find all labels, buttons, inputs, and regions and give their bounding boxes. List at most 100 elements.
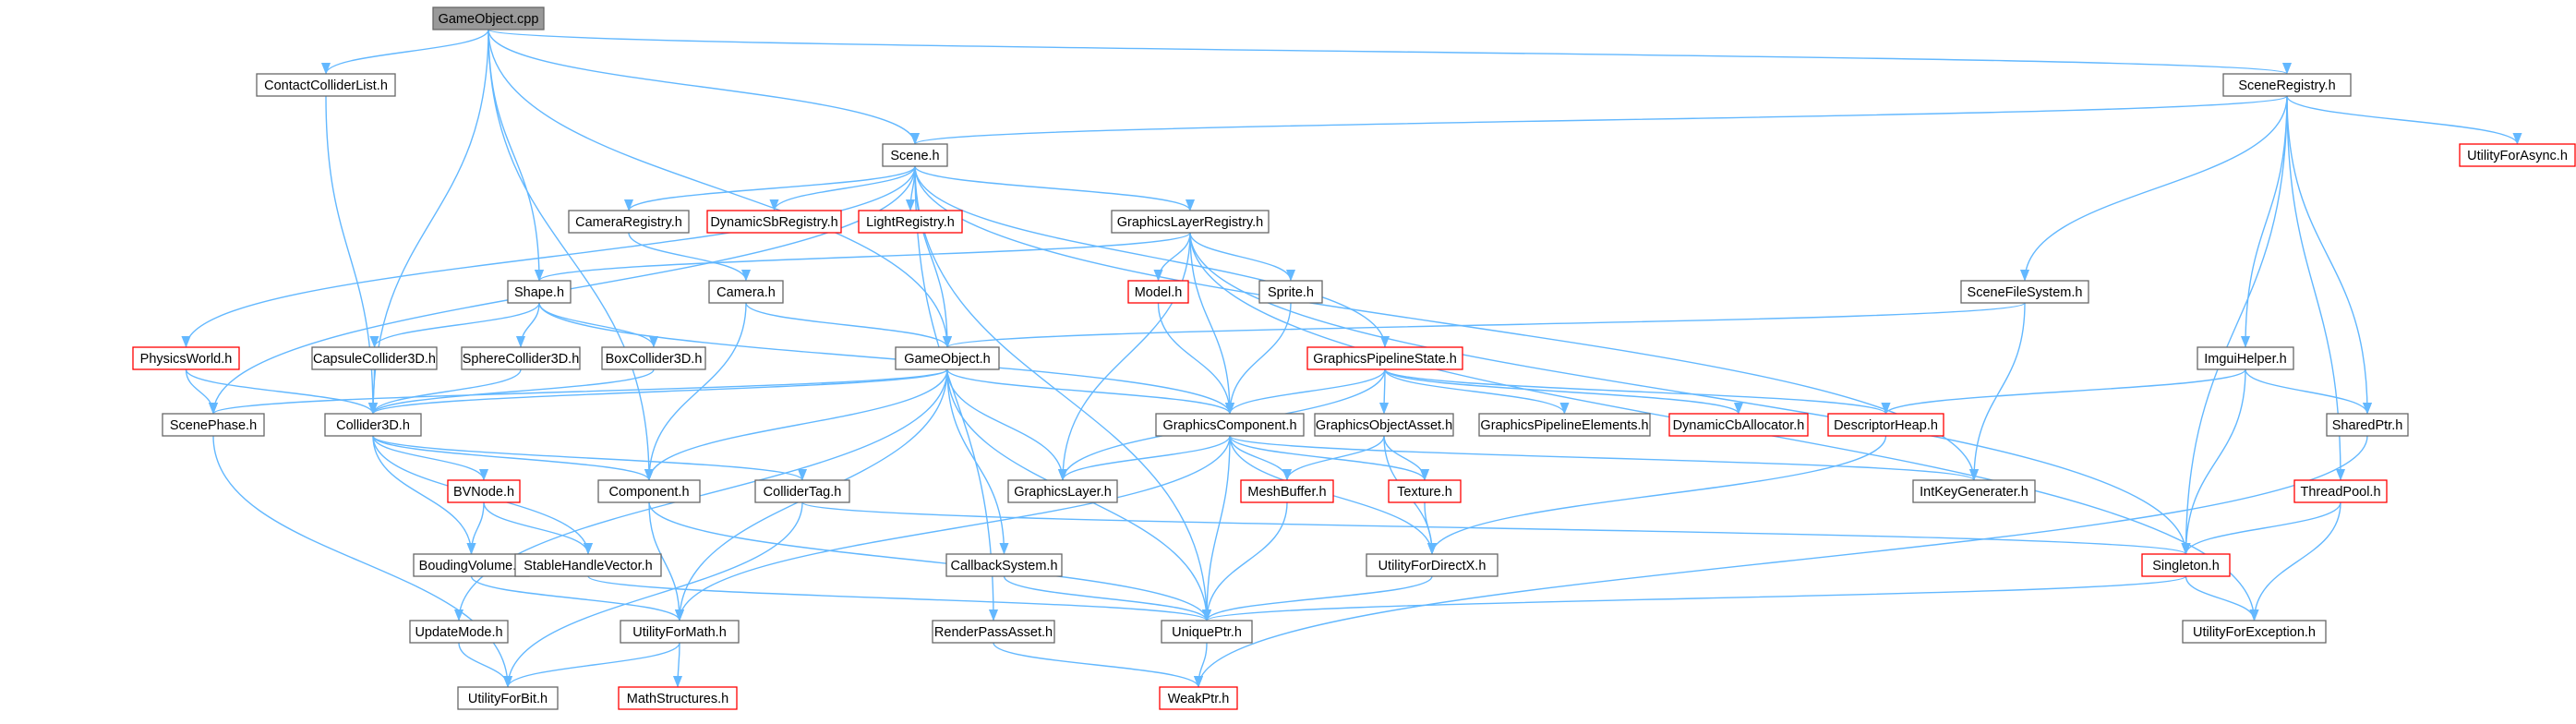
node-scene-phase[interactable]: ScenePhase.h [162, 413, 265, 437]
edge-model-to-graphics-component [1157, 302, 1235, 415]
node-dynamic-cb-allocator[interactable]: DynamicCbAllocator.h [1668, 413, 1809, 437]
node-utility-for-async[interactable]: UtilityForAsync.h [2459, 143, 2576, 167]
node-texture[interactable]: Texture.h [1388, 479, 1462, 503]
node-label: BoxCollider3D.h [606, 352, 703, 367]
node-stable-handle-vector[interactable]: StableHandleVector.h [514, 553, 662, 577]
node-utility-for-direct-x[interactable]: UtilityForDirectX.h [1366, 553, 1499, 577]
node-thread-pool[interactable]: ThreadPool.h [2293, 479, 2388, 503]
node-scene-file-system[interactable]: SceneFileSystem.h [1960, 280, 2089, 304]
node-model[interactable]: Model.h [1127, 280, 1189, 304]
node-contact-collider-list[interactable]: ContactColliderList.h [256, 73, 396, 97]
node-math-structures[interactable]: MathStructures.h [618, 686, 738, 710]
node-graphics-component[interactable]: GraphicsComponent.h [1155, 413, 1305, 437]
node-scene-registry[interactable]: SceneRegistry.h [2222, 73, 2352, 97]
node-game-object-cpp[interactable]: GameObject.cpp [432, 6, 545, 30]
node-component[interactable]: Component.h [597, 479, 701, 503]
edge-scene-registry-to-thread-pool [2286, 95, 2346, 481]
edge-graphics-pipeline-state-to-graphics-object-asset [1378, 368, 1390, 415]
node-label: GameObject.cpp [439, 12, 539, 27]
edge-scene-file-system-to-int-key-generater [1968, 302, 2026, 481]
edge-thread-pool-to-utility-for-exception [2249, 501, 2341, 621]
node-graphics-pipeline-elements[interactable]: GraphicsPipelineElements.h [1478, 413, 1651, 437]
node-box [1912, 479, 2036, 503]
edge-game-object-h-to-component [644, 368, 948, 481]
edge-graphics-component-to-texture [1229, 435, 1429, 481]
node-box [1668, 413, 1809, 437]
node-box [706, 210, 842, 234]
node-capsule-collider3-d[interactable]: CapsuleCollider3D.h [311, 346, 438, 370]
node-box [2222, 73, 2352, 97]
node-label: SphereCollider3D.h [463, 352, 580, 367]
node-bv-node[interactable]: BVNode.h [447, 479, 521, 503]
edge-graphics-pipeline-state-to-graphics-component [1225, 368, 1386, 415]
node-unique-ptr[interactable]: UniquePtr.h [1161, 620, 1253, 644]
node-light-registry[interactable]: LightRegistry.h [858, 210, 963, 234]
node-scene[interactable]: Scene.h [882, 143, 948, 167]
node-box [2326, 413, 2409, 437]
node-int-key-generater[interactable]: IntKeyGenerater.h [1912, 479, 2036, 503]
node-graphics-layer[interactable]: GraphicsLayer.h [1007, 479, 1118, 503]
edge-graphics-layer-registry-to-shape [535, 232, 1191, 282]
node-box [1314, 413, 1454, 437]
node-label: UtilityForDirectX.h [1378, 559, 1487, 573]
node-render-pass-asset[interactable]: RenderPassAsset.h [932, 620, 1055, 644]
node-camera[interactable]: Camera.h [708, 280, 784, 304]
edge-scene-registry-to-scene [910, 95, 2288, 145]
edge-capsule-collider3-d-to-collider3-d [367, 368, 379, 415]
node-label: IntKeyGenerater.h [1920, 485, 2028, 500]
edge-game-object-cpp-to-scene-registry [488, 29, 2292, 75]
node-weak-ptr[interactable]: WeakPtr.h [1159, 686, 1238, 710]
node-shared-ptr[interactable]: SharedPtr.h [2326, 413, 2409, 437]
node-label: PhysicsWorld.h [140, 352, 233, 367]
edge-game-object-h-to-update-mode [454, 368, 948, 621]
node-bouding-volume[interactable]: BoudingVolume.h [413, 553, 530, 577]
edge-game-object-h-to-graphics-component [946, 368, 1234, 415]
node-box [2197, 346, 2294, 370]
node-game-object-h[interactable]: GameObject.h [895, 346, 1000, 370]
edge-descriptor-heap-to-utility-for-direct-x [1427, 435, 1887, 555]
node-box-collider3-d[interactable]: BoxCollider3D.h [601, 346, 706, 370]
node-update-mode[interactable]: UpdateMode.h [409, 620, 509, 644]
node-label: Collider3D.h [336, 418, 410, 433]
edge-scene-to-unique-ptr [914, 165, 1212, 621]
node-camera-registry[interactable]: CameraRegistry.h [568, 210, 690, 234]
node-mesh-buffer[interactable]: MeshBuffer.h [1240, 479, 1334, 503]
edge-game-object-cpp-to-contact-collider-list [321, 29, 489, 75]
node-sprite[interactable]: Sprite.h [1258, 280, 1323, 304]
node-box [447, 479, 521, 503]
node-utility-for-bit[interactable]: UtilityForBit.h [457, 686, 559, 710]
node-sphere-collider3-d[interactable]: SphereCollider3D.h [461, 346, 581, 370]
edge-scene-to-graphics-layer-registry [914, 165, 1195, 211]
node-box [2141, 553, 2231, 577]
node-label: SceneRegistry.h [2238, 78, 2335, 93]
node-dynamic-sb-registry[interactable]: DynamicSbRegistry.h [706, 210, 842, 234]
node-graphics-object-asset[interactable]: GraphicsObjectAsset.h [1314, 413, 1454, 437]
node-callback-system[interactable]: CallbackSystem.h [945, 553, 1063, 577]
node-label: GraphicsLayer.h [1014, 485, 1112, 500]
node-label: CallbackSystem.h [950, 559, 1057, 573]
node-graphics-pipeline-state[interactable]: GraphicsPipelineState.h [1306, 346, 1463, 370]
node-utility-for-math[interactable]: UtilityForMath.h [620, 620, 740, 644]
node-descriptor-heap[interactable]: DescriptorHeap.h [1827, 413, 1944, 437]
node-physics-world[interactable]: PhysicsWorld.h [132, 346, 240, 370]
edge-bv-node-to-stable-handle-vector [483, 501, 593, 555]
node-singleton[interactable]: Singleton.h [2141, 553, 2231, 577]
node-label: ThreadPool.h [2300, 485, 2380, 500]
node-collider3-d[interactable]: Collider3D.h [324, 413, 422, 437]
node-shape[interactable]: Shape.h [507, 280, 572, 304]
edge-shape-to-capsule-collider3-d [369, 302, 540, 348]
edge-physics-world-to-scene-phase [185, 368, 219, 415]
node-graphics-layer-registry[interactable]: GraphicsLayerRegistry.h [1111, 210, 1270, 234]
edge-collider3-d-to-bv-node [372, 435, 488, 481]
edge-scene-to-physics-world [181, 165, 916, 348]
edge-collider-tag-to-singleton [801, 501, 2190, 555]
node-collider-tag[interactable]: ColliderTag.h [754, 479, 850, 503]
node-imgui-helper[interactable]: ImguiHelper.h [2197, 346, 2294, 370]
node-label: UtilityForAsync.h [2467, 149, 2568, 163]
node-box [945, 553, 1063, 577]
node-box [858, 210, 963, 234]
node-utility-for-exception[interactable]: UtilityForException.h [2182, 620, 2327, 644]
edge-texture-to-utility-for-direct-x [1424, 501, 1438, 555]
node-label: ContactColliderList.h [264, 78, 388, 93]
edge-camera-to-component [644, 302, 747, 481]
